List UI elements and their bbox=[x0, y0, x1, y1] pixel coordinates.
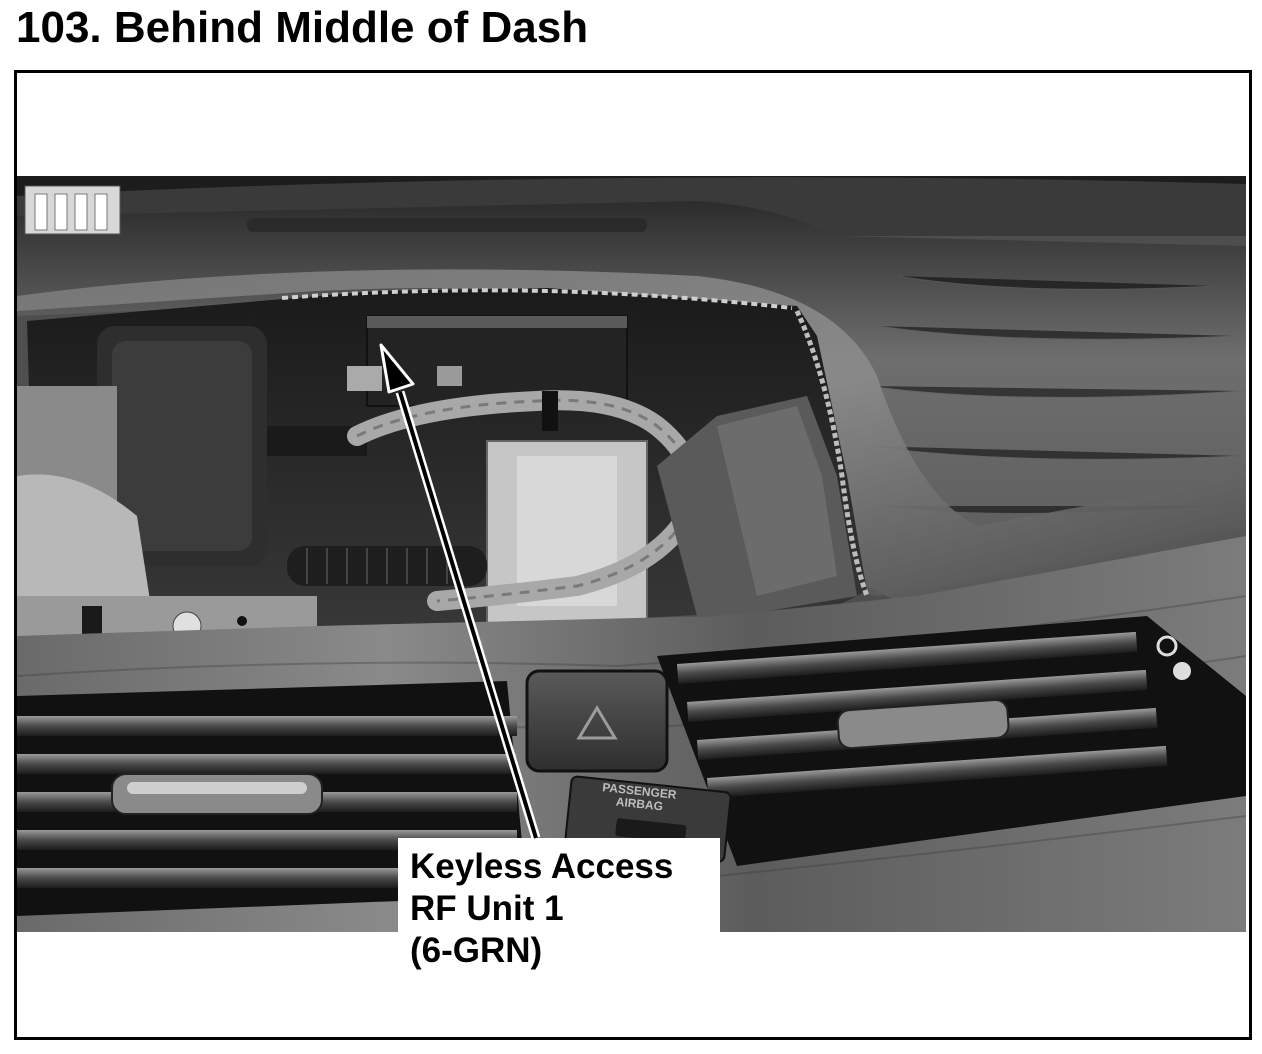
callout-line-3: (6-GRN) bbox=[410, 931, 543, 970]
connector-top-left bbox=[24, 185, 121, 235]
passenger-airbag-label-line2: AIRBAG bbox=[615, 795, 664, 814]
page-title: 103. Behind Middle of Dash bbox=[16, 3, 589, 52]
callout-label: Keyless Access RF Unit 1 (6-GRN) bbox=[398, 838, 720, 978]
callout-line-1: Keyless Access bbox=[410, 847, 674, 886]
dashboard-photo: PASSENGER AIRBAG bbox=[17, 176, 1246, 932]
callout-line-2: RF Unit 1 bbox=[410, 889, 564, 928]
right-air-vent bbox=[657, 616, 1246, 866]
